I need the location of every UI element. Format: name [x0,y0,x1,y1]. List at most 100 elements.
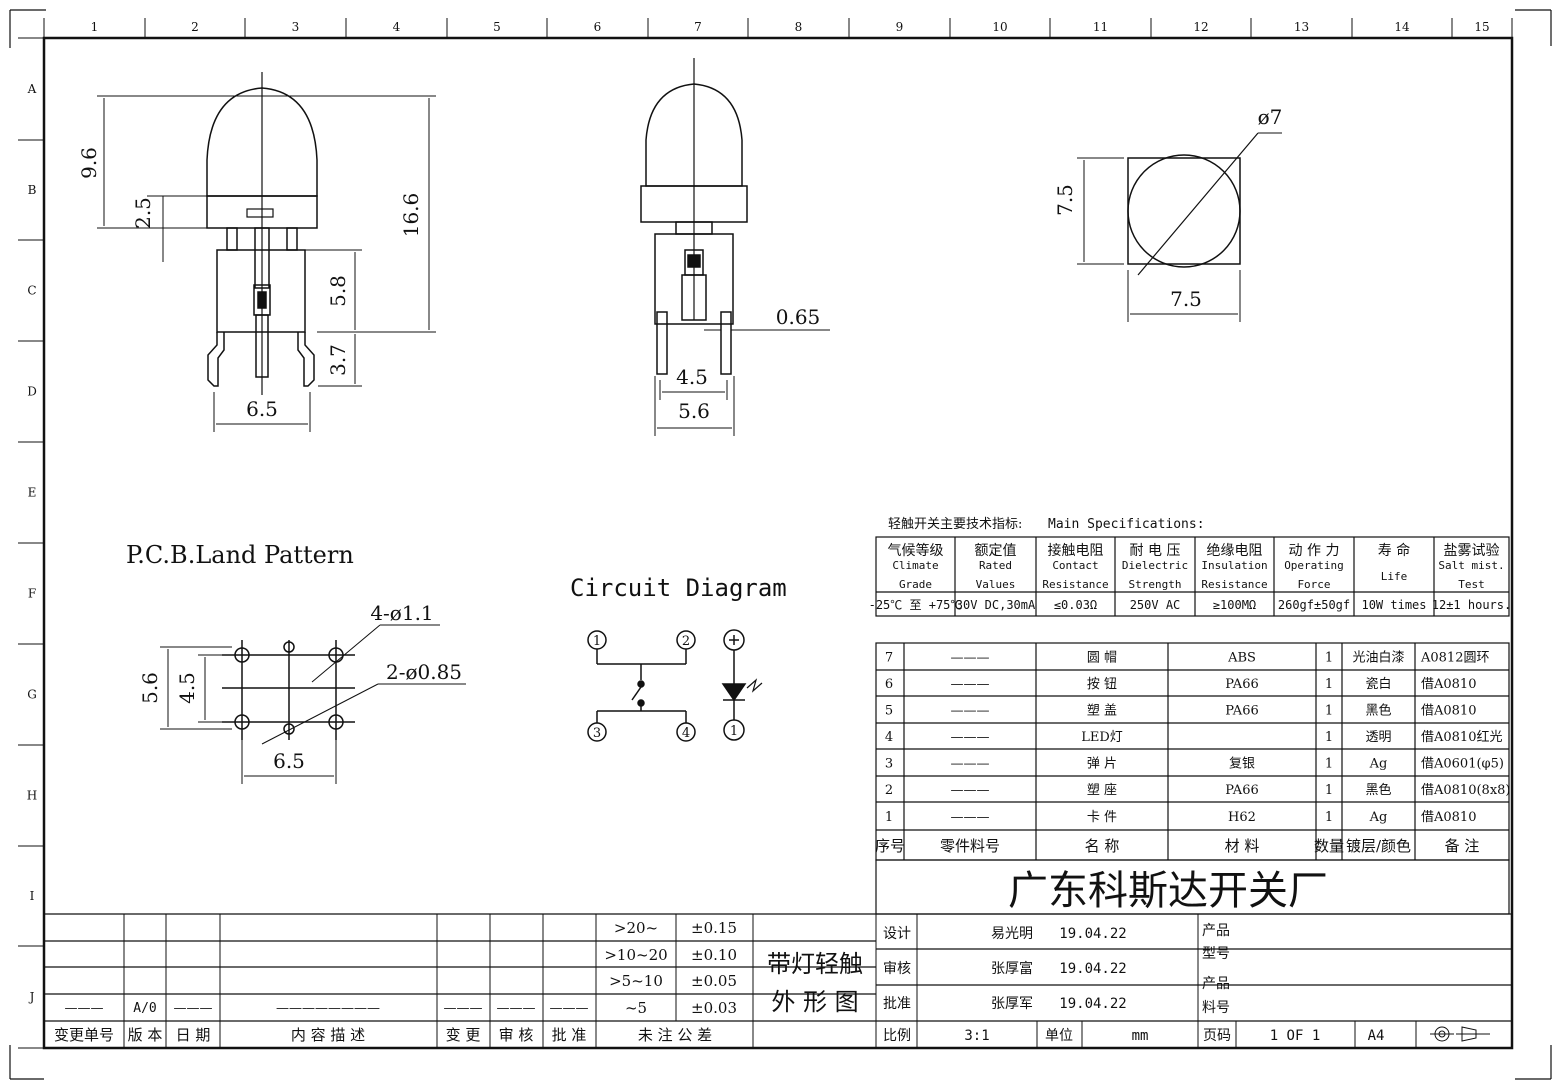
bom-cell-no: 6 [885,677,893,692]
bom-cell-note: 借A0810 [1421,704,1476,719]
dim-pcb-4-5: 4.5 [175,672,199,704]
row-label: A [27,82,37,96]
bom-cell-part: ——— [951,704,990,719]
bom-cell-name: 塑 盖 [1087,704,1117,719]
top-circle [1127,154,1241,268]
bom-cell-note: A0812圆环 [1420,651,1489,666]
drawing-title-2: 外 形 图 [771,988,858,1016]
bom-cell-finish: 瓷白 [1365,676,1391,692]
side-view [640,58,830,436]
spec-value: ≥100MΩ [1213,598,1256,612]
spec-header-en: Test [1458,578,1485,591]
hdr-change-no: 变更单号 [54,1026,114,1044]
product-part-label-2: 料号 [1202,1000,1230,1016]
rev-approve: ——— [550,1001,589,1016]
product-model-label-2: 型号 [1202,946,1230,962]
spec-header-en: Grade [899,578,932,591]
dim-2-5: 2.5 [131,197,155,229]
approval-name-approve: 张厚军 [991,996,1033,1012]
spec-value: 260gf±50gf [1278,598,1350,612]
bom-cell-note: 借A0601(φ5) [1421,757,1504,772]
pcb-pattern [160,624,466,784]
footer-unit-label: 单位 [1045,1028,1073,1044]
dim-5-6: 5.6 [678,399,710,423]
row-label: D [27,385,37,399]
dim-pcb-5-6: 5.6 [138,672,162,704]
dim-3-7: 3.7 [326,344,350,376]
rev-content: ———————— [276,1001,380,1016]
bom-cell-qty: 1 [1325,783,1333,798]
row-label: I [30,889,35,903]
spec-value: ≤0.03Ω [1054,598,1097,612]
row-label: F [28,587,36,601]
tol-value-4: ±0.03 [691,999,737,1017]
rev-review: ——— [497,1001,536,1016]
row-label: C [27,284,36,298]
column-label: 3 [292,20,300,34]
column-label: 14 [1394,20,1410,34]
specs-heading-en: Main Specifications: [1048,517,1205,532]
spec-header-en: Life [1381,570,1408,583]
tol-range-2: >10~20 [604,946,667,964]
bom-cell-name: 按 钮 [1087,677,1117,692]
dim-0-65: 0.65 [776,305,821,329]
footer-size: A4 [1368,1028,1385,1044]
bom-cell-no: 2 [885,783,893,798]
bom-cell-part: ——— [951,677,990,692]
spec-header-en: Values [976,578,1016,591]
tol-value-3: ±0.05 [691,972,737,990]
bom-cell-note: 借A0810(8x8) [1421,783,1511,798]
spec-header-en: Salt mist. [1438,559,1504,572]
bom-cell-material: PA66 [1225,783,1258,798]
dim-7-5-horizontal: 7.5 [1170,287,1202,311]
spec-header-en: Climate [892,559,938,572]
spec-header-en: Resistance [1042,578,1108,591]
bom-cell-material: 复银 [1229,757,1255,772]
bom-cell-qty: 1 [1325,677,1333,692]
approval-name-design: 易光明 [991,926,1033,942]
bom-cell-no: 1 [885,810,893,825]
dim-pcb-6-5: 6.5 [273,749,305,773]
column-label: 4 [393,20,401,34]
bom-cell-part: ——— [951,810,990,825]
bom-cell-qty: 1 [1325,704,1333,719]
hdr-tolerance: 未 注 公 差 [638,1026,712,1044]
spec-header-cn: 寿 命 [1378,542,1410,559]
bom-cell-no: 5 [885,704,893,719]
spec-value: 30V DC,30mA [956,598,1036,612]
bom-cell-qty: 1 [1325,757,1333,772]
hdr-date: 日 期 [176,1026,211,1044]
bom-cell-name: 塑 座 [1087,783,1117,798]
column-label: 9 [896,20,904,34]
front-base [216,249,306,333]
projection-symbol [1430,1026,1490,1042]
spec-header-en: Force [1297,578,1330,591]
spec-header-en: Contact [1052,559,1098,572]
top-view [1077,132,1282,322]
bom-cell-no: 4 [885,730,893,745]
bom-cell-no: 3 [885,757,893,772]
spec-header-cn: 盐雾试验 [1444,543,1500,559]
spec-header-cn: 绝缘电阻 [1207,543,1263,559]
bom-cell-part: ——— [951,783,990,798]
bom-cell-qty: 1 [1325,651,1333,666]
pcb-title: P.C.B.Land Pattern [126,541,354,569]
rev-date: ——— [174,1001,213,1016]
bom-cell-finish: 黑色 [1365,782,1391,798]
spec-value: 12±1 hours. [1432,598,1511,612]
pin-3: 3 [593,726,601,741]
front-view [97,72,436,432]
tol-value-1: ±0.15 [691,919,737,937]
tol-range-1: >20~ [614,919,658,937]
bom-cell-finish: Ag [1369,757,1388,772]
bom-table [875,642,1510,861]
bom-header-note: 备 注 [1445,837,1480,855]
bom-cell-note: 借A0810 [1421,677,1476,692]
dim-6-5: 6.5 [246,397,278,421]
row-label: B [28,183,37,197]
spec-header-en: Resistance [1201,578,1267,591]
bom-cell-material: ABS [1227,651,1256,666]
column-label: 2 [191,20,199,34]
approval-date-review: 19.04.22 [1059,961,1126,977]
footer-scale-label: 比例 [883,1028,911,1044]
